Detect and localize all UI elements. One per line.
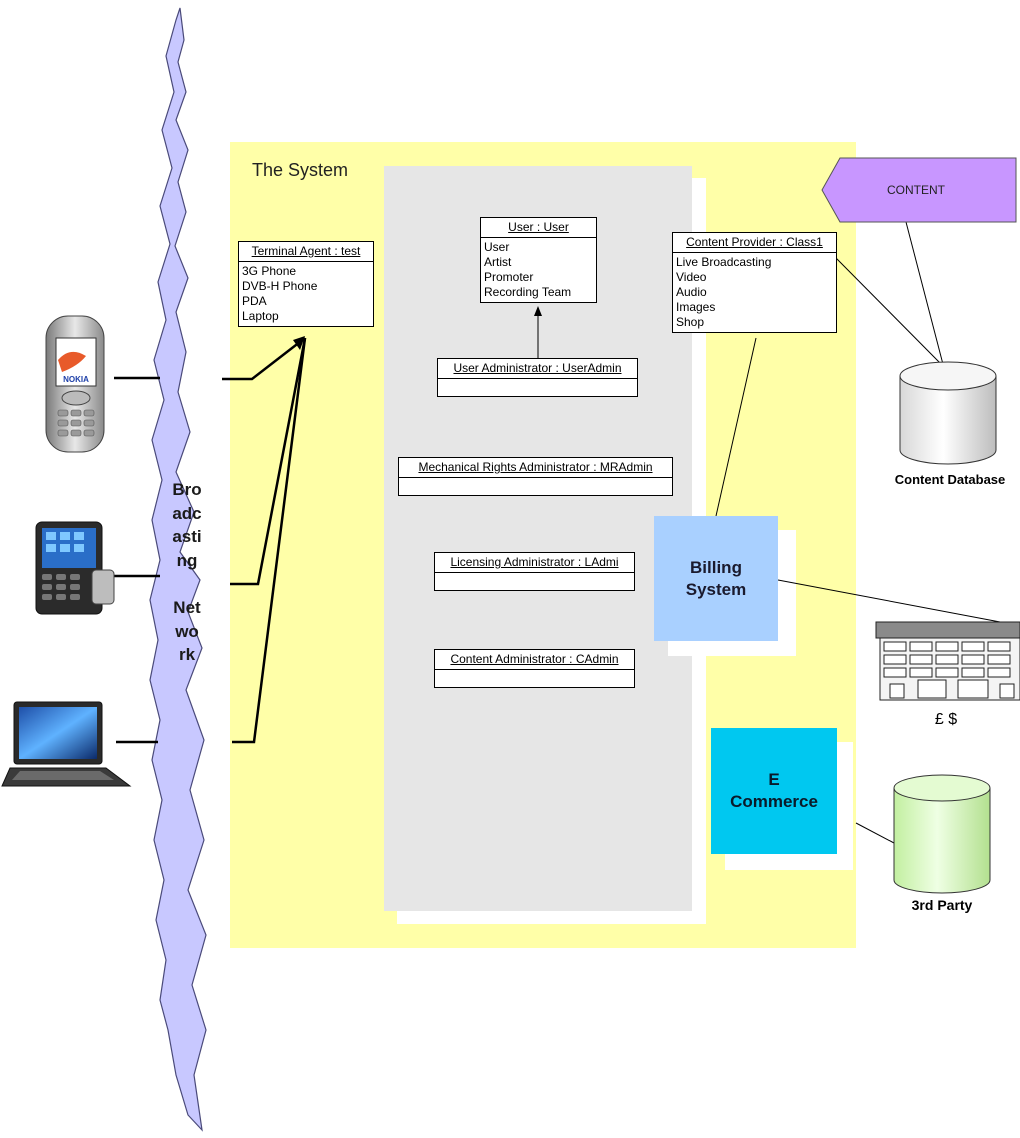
user-admin-body — [438, 379, 637, 396]
network-label-line — [157, 572, 217, 596]
terminal-agent-item: PDA — [242, 294, 267, 308]
network-label-line: wo — [175, 621, 199, 641]
phone-brand-text: NOKIA — [63, 375, 89, 384]
ecommerce-to-thirdparty-line — [855, 822, 895, 844]
network-label-line: rk — [178, 645, 196, 665]
user-class-item: User — [484, 240, 510, 254]
user-class-item: Promoter — [484, 270, 534, 284]
user-admin-class[interactable]: User Administrator : UserAdmin — [437, 358, 638, 397]
content-admin-class[interactable]: Content Administrator : CAdmin — [434, 649, 635, 688]
user-admin-header: User Administrator : UserAdmin — [438, 359, 637, 379]
content-provider-item: Shop — [676, 315, 705, 329]
billing-system-box[interactable]: Billing System — [654, 516, 778, 641]
generalization-arrowhead — [534, 306, 542, 316]
billing-label-line: Billing — [690, 557, 742, 577]
dvbh-phone-icon — [35, 521, 115, 615]
content-admin-header: Content Administrator : CAdmin — [435, 650, 634, 670]
content-provider-header: Content Provider : Class1 — [673, 233, 836, 253]
content-to-db-line — [905, 221, 946, 373]
user-class-item: Recording Team — [484, 285, 572, 299]
broadcasting-network-band — [149, 7, 207, 1132]
third-party-database-icon — [893, 774, 991, 894]
billing-to-bank-line — [777, 579, 1017, 626]
mr-admin-header: Mechanical Rights Administrator : MRAdmi… — [399, 458, 672, 478]
network-label-line: Net — [173, 597, 201, 617]
nokia-phone-icon: NOKIA — [45, 315, 105, 453]
network-label: Bro adc asti ng Net wo rk — [157, 478, 217, 667]
terminal-agent-attributes: 3G Phone DVB-H Phone PDA Laptop — [239, 262, 373, 326]
laptop-icon — [1, 701, 132, 787]
content-admin-body — [435, 670, 634, 687]
terminal-agent-item: 3G Phone — [242, 264, 297, 278]
network-label-line: ng — [176, 550, 198, 570]
terminal-agent-item: DVB-H Phone — [242, 279, 318, 293]
billing-label-line: System — [685, 579, 747, 599]
user-class-attributes: User Artist Promoter Recording Team — [481, 238, 596, 302]
licensing-admin-body — [435, 573, 634, 590]
content-provider-attributes: Live Broadcasting Video Audio Images Sho… — [673, 253, 836, 332]
system-title: The System — [252, 160, 349, 180]
ecommerce-label-line: Commerce — [730, 792, 818, 811]
ecommerce-box[interactable]: E Commerce — [711, 728, 837, 854]
network-to-terminal-links — [222, 337, 307, 744]
terminal-agent-header: Terminal Agent : test — [239, 242, 373, 262]
third-party-label: 3rd Party — [912, 897, 973, 913]
user-class[interactable]: User : User User Artist Promoter Recordi… — [480, 217, 597, 303]
ecommerce-label-line: E — [768, 770, 780, 789]
bank-building-icon — [875, 621, 1020, 701]
content-provider-class[interactable]: Content Provider : Class1 Live Broadcast… — [672, 232, 837, 333]
user-class-item: Artist — [484, 255, 512, 269]
network-label-line: asti — [172, 527, 202, 547]
database-icon — [899, 361, 997, 465]
terminal-agent-item: Laptop — [242, 309, 279, 323]
content-tag-shape — [821, 157, 1017, 223]
user-class-header: User : User — [481, 218, 596, 238]
content-provider-item: Video — [676, 270, 707, 284]
content-database-label: Content Database — [895, 472, 1006, 487]
terminal-arrowhead — [293, 336, 305, 350]
content-tag-label: CONTENT — [887, 183, 946, 197]
content-provider-item: Images — [676, 300, 716, 314]
mr-admin-body — [399, 478, 672, 495]
mr-admin-class[interactable]: Mechanical Rights Administrator : MRAdmi… — [398, 457, 673, 496]
content-provider-item: Audio — [676, 285, 707, 299]
provider-to-billing-line — [715, 337, 757, 517]
network-label-line: Bro — [172, 480, 202, 499]
provider-to-db-line — [835, 257, 944, 367]
terminal-agent-class[interactable]: Terminal Agent : test 3G Phone DVB-H Pho… — [238, 241, 374, 327]
licensing-admin-class[interactable]: Licensing Administrator : LAdmi — [434, 552, 635, 591]
bank-currency-label: £ $ — [935, 711, 957, 728]
licensing-admin-header: Licensing Administrator : LAdmi — [435, 553, 634, 573]
content-provider-item: Live Broadcasting — [676, 255, 772, 269]
network-label-line: adc — [172, 503, 202, 523]
